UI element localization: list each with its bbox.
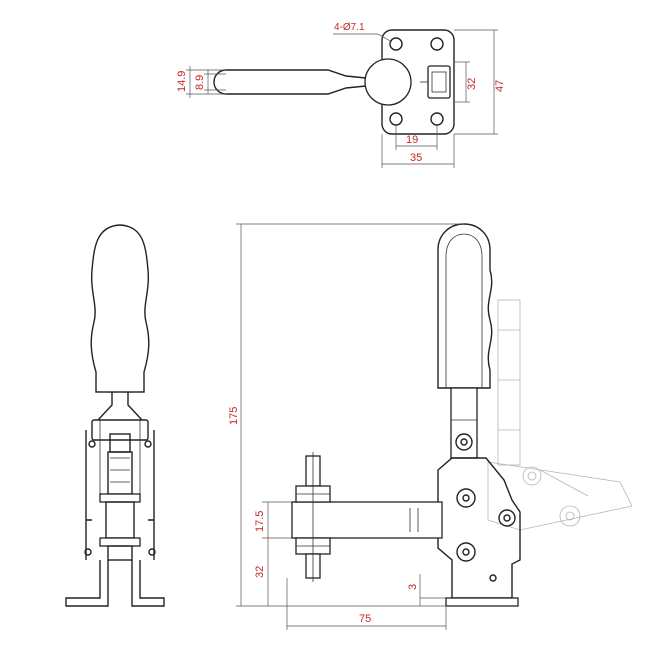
dim-hole-spacing-v: 32 [466, 78, 478, 90]
side-body [437, 457, 521, 599]
top-view: 4-Ø7.1 14.9 8.9 32 47 19 35 [176, 22, 506, 168]
dim-total-height: 175 [228, 407, 240, 425]
side-view: 175 17.5 32 3 75 [228, 223, 633, 630]
side-base [445, 597, 519, 607]
pivot-upper [455, 433, 473, 451]
mount-hole [430, 37, 444, 51]
dim-hole-spacing-h: 19 [406, 134, 418, 146]
dim-handle-outer: 14.9 [176, 71, 188, 92]
clamp-arm [291, 501, 443, 539]
front-nut-upper [99, 493, 141, 503]
top-handle [213, 69, 367, 95]
dim-arm-height: 32 [254, 566, 266, 578]
pivot-toggle [498, 509, 516, 527]
hole-callout: 4-Ø7.1 [334, 22, 365, 33]
front-nut-lower [99, 537, 141, 547]
dim-base-height: 47 [494, 80, 506, 92]
front-grip [90, 224, 150, 393]
side-lever [450, 387, 478, 459]
front-frame [85, 430, 155, 560]
front-neck [97, 392, 143, 421]
dim-handle-inner: 8.9 [194, 75, 206, 90]
pivot-lower [456, 542, 476, 562]
top-hub [364, 58, 412, 106]
front-view [65, 224, 165, 607]
front-spindle-upper [109, 433, 131, 453]
dim-arm-offset: 17.5 [254, 511, 266, 532]
side-grip [437, 223, 493, 389]
front-arm-body [105, 501, 135, 539]
dim-reach: 75 [359, 613, 371, 625]
mount-hole [389, 37, 403, 51]
mount-hole [430, 112, 444, 126]
pivot-middle [456, 488, 476, 508]
top-pivot-block [427, 65, 451, 99]
top-pivot-slot [431, 71, 447, 93]
dim-base-thickness: 3 [407, 584, 419, 590]
ghost-open-position [487, 299, 633, 531]
mount-hole [389, 112, 403, 126]
dim-base-width: 35 [410, 152, 422, 164]
front-base [65, 560, 165, 607]
front-link-upper [91, 419, 149, 441]
